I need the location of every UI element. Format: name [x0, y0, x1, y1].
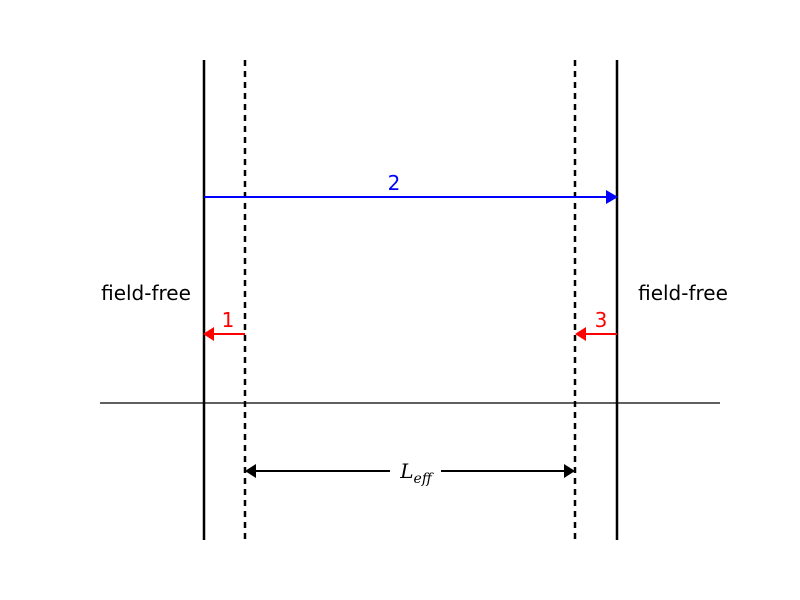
arrow-1 [203, 327, 245, 341]
arrow-3 [575, 327, 617, 341]
arrow-3-head [575, 327, 586, 341]
arrow-1-label: 1 [222, 308, 235, 332]
left-field-free-label: field-free [101, 281, 191, 305]
arrow-2-head [606, 190, 618, 204]
dimension-left-head [245, 464, 256, 478]
arrow-2 [204, 190, 618, 204]
arrow-1-head [203, 327, 214, 341]
arrow-2-label: 2 [388, 171, 401, 195]
arrow-3-label: 3 [595, 308, 608, 332]
effective-length-label: Leff [399, 459, 434, 487]
right-field-free-label: field-free [638, 281, 728, 305]
effective-length-dimension [245, 464, 575, 478]
dimension-right-head [564, 464, 575, 478]
